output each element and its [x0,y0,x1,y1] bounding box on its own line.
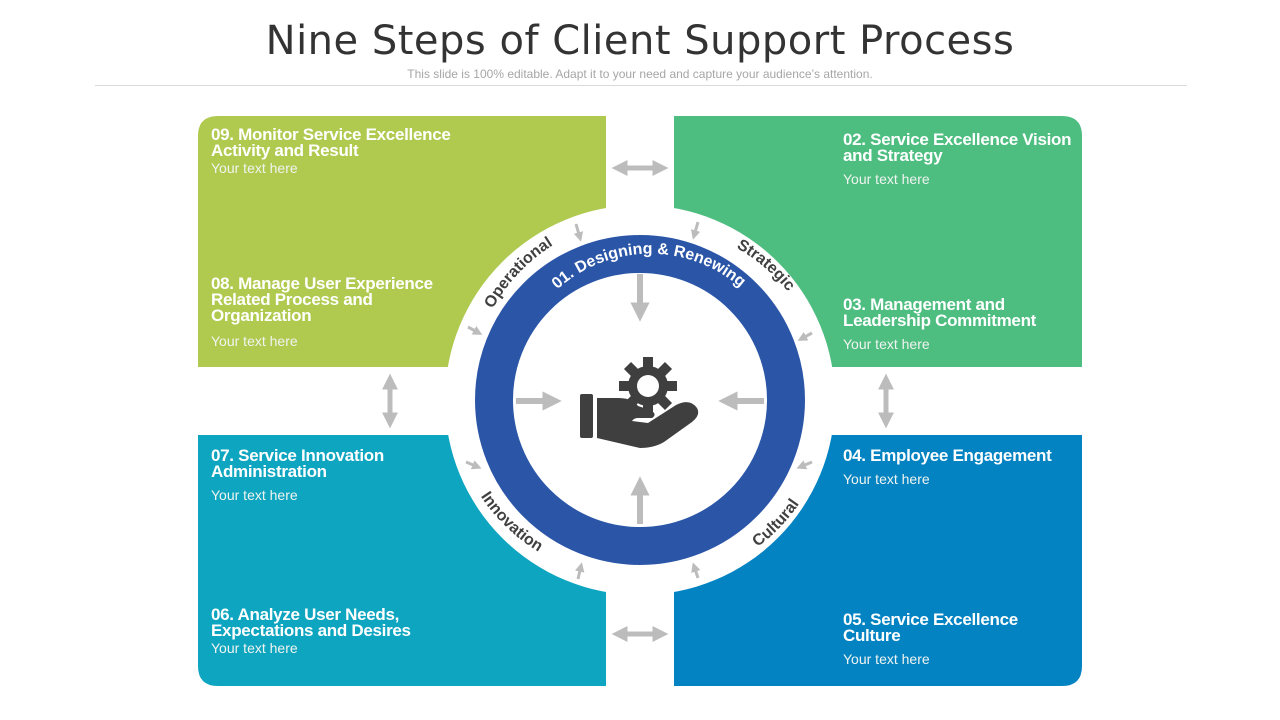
slide-title: Nine Steps of Client Support Process [265,18,1015,64]
step-06-text: Your text here [211,640,298,656]
inward-arrows-outer [465,221,813,580]
step-07: 07. Service Innovation Administration Yo… [211,446,451,504]
quadrant-top-right [674,116,1082,367]
step-02-text: Your text here [843,171,930,187]
title-divider [95,85,1187,86]
step-03: 03. Management and Leadership Commitment… [843,295,1075,353]
step-08-text: Your text here [211,333,298,349]
inward-arrows-inner [516,274,764,524]
step-02-title: 02. Service Excellence Vision and Strate… [843,130,1072,165]
step-03-title: 03. Management and Leadership Commitment [843,295,1037,330]
quadrant-top-left [198,116,606,367]
step-02: 02. Service Excellence Vision and Strate… [843,130,1073,188]
quadrant-bottom-left [198,435,606,686]
step-05: 05. Service Excellence Culture Your text… [843,610,1063,668]
step-09-title: 09. Monitor Service Excellence Activity … [211,125,451,160]
step-04-text: Your text here [843,471,930,487]
step-06: 06. Analyze User Needs, Expectations and… [211,605,461,657]
step-08-title: 08. Manage User Experience Related Proce… [211,274,433,325]
step-08: 08. Manage User Experience Related Proce… [211,274,461,350]
step-06-title: 06. Analyze User Needs, Expectations and… [211,605,411,640]
step-04-title: 04. Employee Engagement [843,446,1052,465]
step-03-text: Your text here [843,336,930,352]
step-05-text: Your text here [843,651,930,667]
step-07-text: Your text here [211,487,298,503]
step-05-title: 05. Service Excellence Culture [843,610,1018,645]
step-09: 09. Monitor Service Excellence Activity … [211,125,461,177]
hand-gear-icon [580,357,699,448]
step-07-title: 07. Service Innovation Administration [211,446,384,481]
quadrant-bottom-right [674,435,1082,686]
step-04: 04. Employee Engagement Your text here [843,446,1063,488]
slide-subtitle: This slide is 100% editable. Adapt it to… [407,67,873,81]
step-09-text: Your text here [211,160,298,176]
